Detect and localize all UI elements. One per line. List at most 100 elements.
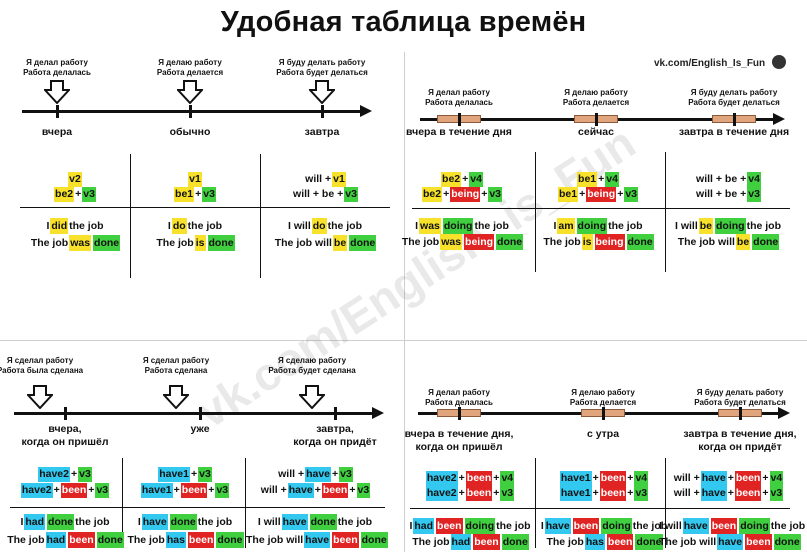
q3-example-sentence: I have done the job <box>115 514 255 530</box>
caption-line: сейчас <box>578 126 614 138</box>
q1-example-sentence: I will do the job <box>255 218 395 234</box>
highlighted-word: been <box>60 483 88 498</box>
text-part: The job <box>546 536 584 548</box>
q1-timeline-tick <box>189 105 192 118</box>
vk-link[interactable]: vk.com/English_Is_Fun <box>654 58 766 69</box>
highlighted-word: has <box>584 534 605 550</box>
highlighted-word: is <box>194 235 206 251</box>
highlighted-word: been <box>599 471 627 486</box>
q3-formula: will + have + been + v3 <box>245 483 385 498</box>
text-part: + <box>762 487 769 499</box>
text-part: I <box>409 520 413 532</box>
q4-formula: will + have + been + v3 <box>658 486 798 501</box>
text-part: + <box>617 188 624 200</box>
text-part: + <box>332 468 339 480</box>
highlighted-word: have <box>717 534 744 550</box>
highlighted-word: being <box>586 187 617 202</box>
text-part: I <box>167 220 171 232</box>
marker-label-line: Работа будет делаться <box>688 98 780 107</box>
highlighted-word: done <box>216 532 244 548</box>
marker-label-line: Я делаю работу <box>571 388 635 397</box>
highlighted-word: v4 <box>634 471 649 486</box>
caption-line: завтра в течение дня <box>678 126 790 138</box>
highlighted-word: be1 <box>557 187 579 202</box>
marker-label-line: Работа сделана <box>144 366 208 375</box>
q4-table-row-divider <box>410 508 790 509</box>
q1-formula: v2 <box>5 172 145 187</box>
q2-formula: will + be + v4 <box>658 172 798 187</box>
highlighted-word: done <box>207 235 235 251</box>
highlighted-word: v3 <box>488 187 503 202</box>
text-part: + <box>458 472 465 484</box>
text-part: + <box>190 468 198 480</box>
highlighted-word: have2 <box>38 467 70 482</box>
highlighted-word: be2 <box>441 172 462 187</box>
q2-table-col-divider <box>535 152 536 272</box>
q2-formula: be2 + being + v3 <box>392 187 532 202</box>
caption-line: завтра в течение дня, <box>683 428 797 440</box>
highlighted-word: been <box>465 471 493 486</box>
text-part: The job will <box>274 237 332 249</box>
highlighted-word: has <box>165 532 186 548</box>
text-part: + <box>627 487 634 499</box>
q4-table-col-divider <box>665 458 666 548</box>
highlighted-word: done <box>501 534 529 550</box>
q2-timeline-tick <box>733 113 736 126</box>
highlighted-word: v3 <box>95 483 110 498</box>
marker-label-line: Работа делалась <box>425 398 493 407</box>
q1-example-sentence: The job was done <box>5 235 145 251</box>
highlighted-word: be1 <box>174 187 195 202</box>
highlighted-word: have2 <box>425 486 458 501</box>
highlighted-word: v3 <box>198 467 212 482</box>
highlighted-word: v3 <box>634 486 649 501</box>
q4-timeline-tick <box>602 407 605 420</box>
q3-timeline-tick <box>64 407 67 420</box>
q2-time-caption: сейчас <box>521 126 671 139</box>
text-part: + <box>458 487 465 499</box>
highlighted-word: have1 <box>140 483 173 498</box>
text-part: I will <box>674 220 698 232</box>
text-part: the job <box>197 516 233 528</box>
highlighted-word: had <box>45 532 67 548</box>
q2-example-sentence: I will be doing the job <box>658 218 798 234</box>
text-part: + <box>462 173 469 185</box>
highlighted-word: been <box>465 486 493 501</box>
highlighted-word: doing <box>464 518 496 534</box>
caption-line: вчера, <box>48 423 82 435</box>
caption-line: вчера в течение дня, <box>404 428 514 440</box>
q3-time-caption: вчера,когда он пришёл <box>0 423 140 449</box>
text-part: + <box>88 484 95 496</box>
q2-example-sentence: I am doing the job <box>528 218 668 234</box>
q1-example-sentence: The job is done <box>125 235 265 251</box>
caption-line: уже <box>190 423 210 435</box>
q1-timeline-tick <box>321 105 324 118</box>
highlighted-word: do <box>171 218 187 234</box>
q2-timeline-arrowhead <box>773 113 785 125</box>
q2-table-row-divider <box>412 208 790 209</box>
text-part: The job will <box>246 534 304 546</box>
highlighted-word: have <box>305 467 332 482</box>
text-part: the job <box>474 220 509 232</box>
highlighted-word: have1 <box>559 486 592 501</box>
highlighted-word: been <box>187 532 215 548</box>
text-part: the job <box>75 516 110 528</box>
highlighted-word: v4 <box>769 471 784 486</box>
q3-time-caption: уже <box>125 423 275 436</box>
marker-label-line: Я делал работу <box>428 388 490 397</box>
highlighted-word: was <box>440 234 463 250</box>
q4-formula: will + have + been + v4 <box>658 471 798 486</box>
highlighted-word: been <box>745 534 772 550</box>
caption-line: когда он пришёл <box>415 441 503 453</box>
highlighted-word: v3 <box>339 467 353 482</box>
q3-timeline-axis <box>14 412 372 415</box>
q2-timeline-tick <box>458 113 461 126</box>
text-part: The job will <box>659 536 717 548</box>
q1-down-arrow-icon <box>175 80 205 105</box>
highlighted-word: have <box>141 514 168 530</box>
quadrant-divider-vertical <box>404 52 405 552</box>
q3-table-col-divider <box>122 458 123 548</box>
text-part: I <box>46 220 50 232</box>
highlighted-word: v3 <box>356 483 371 498</box>
q3-timeline-tick <box>334 407 337 420</box>
marker-label-line: Работа делается <box>562 98 630 107</box>
